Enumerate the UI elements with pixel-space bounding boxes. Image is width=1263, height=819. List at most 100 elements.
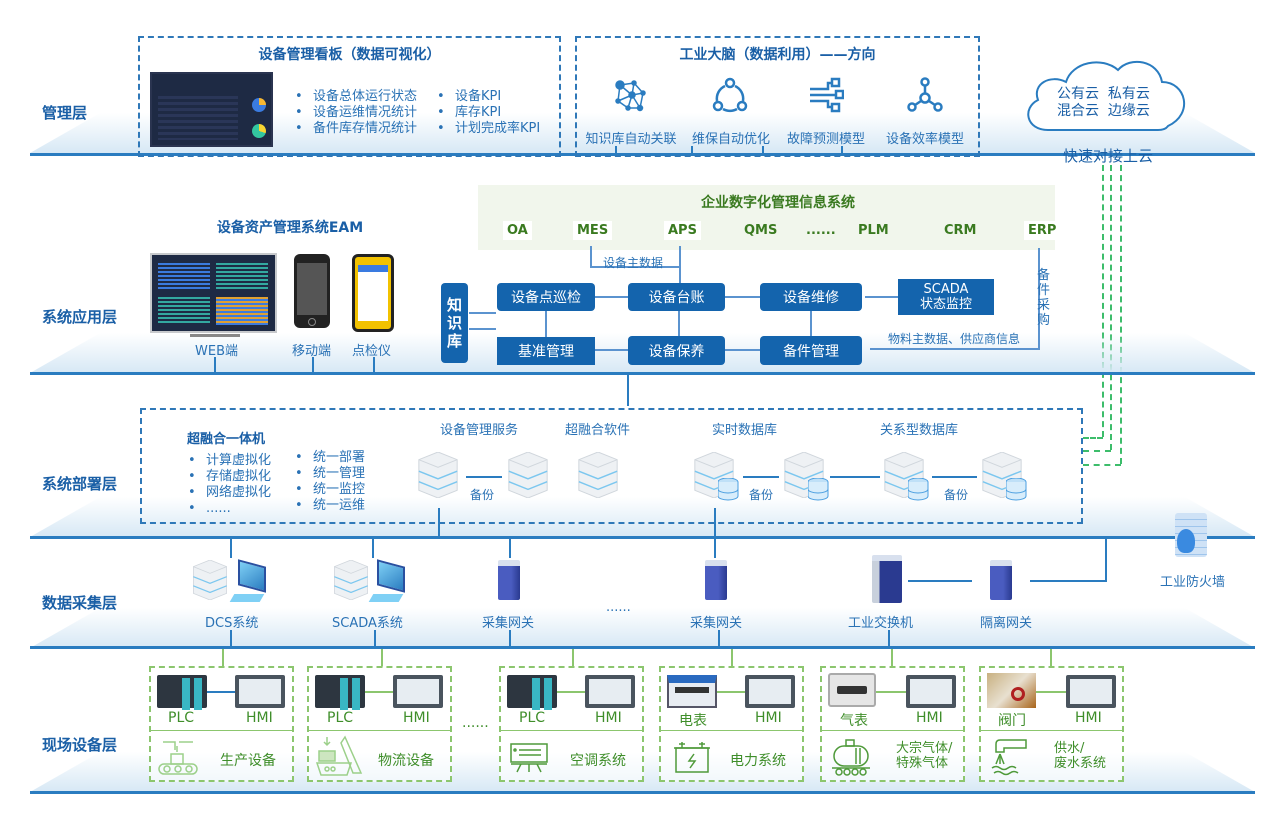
dcs-keyboard-icon <box>229 594 265 602</box>
meter-hmi-link <box>717 691 745 693</box>
eam-connector <box>312 357 314 372</box>
master-data-label: 设备主数据 <box>603 256 664 270</box>
brain-item-label: 维保自动优化 <box>691 132 770 147</box>
inspection-box[interactable]: 设备点巡检 <box>497 283 595 311</box>
connector-spare-repair <box>810 310 812 338</box>
field-system-label: 物流设备 <box>378 753 434 769</box>
hmi-image <box>906 675 956 708</box>
collection-baseline <box>30 646 1255 649</box>
collection-item-label: 采集网关 <box>690 616 743 631</box>
eam-device-label: 点检仪 <box>352 344 392 359</box>
meter-hmi-link <box>876 691 906 693</box>
database-icon <box>718 478 739 501</box>
system-plm[interactable]: PLM <box>858 223 889 238</box>
scada-monitor-icon <box>377 559 405 593</box>
field-system-label: 生产设备 <box>220 753 276 769</box>
backup-label: 备份 <box>944 488 969 502</box>
ledger-box[interactable]: 设备台账 <box>628 283 725 311</box>
connector-standard-inspection <box>545 310 547 338</box>
deployment-baseline <box>30 536 1255 539</box>
connector-ledger-repair <box>725 296 760 298</box>
collection-item-label: 隔离网关 <box>980 616 1033 631</box>
connector-ledger-aps <box>679 246 681 286</box>
faucet-water-icon <box>991 739 1027 776</box>
hci-title: 超融合一体机 <box>187 432 266 447</box>
connector-kb <box>469 312 496 314</box>
plc-hmi-link <box>207 691 235 693</box>
dashboard-bullets-left: 设备总体运行状态 设备运维情况统计 备件库存情况统计 <box>295 89 417 137</box>
field-connector <box>1050 649 1052 667</box>
field-device-left: 电表 <box>679 713 707 729</box>
dashboard-box <box>138 36 561 157</box>
system-oa[interactable]: OA <box>503 221 532 240</box>
gateway-icon <box>498 560 520 600</box>
collection-bottom-connector <box>888 630 890 646</box>
air-conditioner-icon <box>510 743 548 773</box>
spare-parts-box[interactable]: 备件管理 <box>760 336 862 365</box>
connector-scada-repair <box>865 296 898 298</box>
collection-connector <box>714 538 716 558</box>
standard-box[interactable]: 基准管理 <box>497 337 595 365</box>
field-connector <box>381 649 383 667</box>
dashboard-bullet: 设备运维情况统计 <box>295 105 417 121</box>
flow-branch-icon <box>810 77 844 113</box>
deploy-connector <box>438 508 440 536</box>
field-system-label: 电力系统 <box>730 753 786 769</box>
system-crm[interactable]: CRM <box>944 223 977 238</box>
group-divider <box>981 730 1122 731</box>
server-icon <box>508 452 548 498</box>
deploy-group-label: 关系型数据库 <box>880 423 959 438</box>
eam-title: 设备资产管理系统EAM <box>216 220 364 236</box>
maintenance-box[interactable]: 设备保养 <box>628 336 725 365</box>
hmi-image <box>745 675 795 708</box>
eam-device-label: WEB端 <box>195 344 238 359</box>
brain-item-label: 知识库自动关联 <box>585 132 677 147</box>
enterprise-title: 企业数字化管理信息系统 <box>701 195 855 211</box>
field-device-right: HMI <box>755 710 782 726</box>
field-baseline <box>30 791 1255 794</box>
electric-meter-image <box>667 675 717 708</box>
knowledge-base-label: 知识库 <box>447 296 463 350</box>
hci-bullet: 统一部署 <box>295 450 365 466</box>
hci-bullet: 计算虚拟化 <box>188 453 271 469</box>
field-system-label: 空调系统 <box>570 753 626 769</box>
gateway-icon <box>705 560 727 600</box>
backup-link <box>743 476 779 478</box>
logistics-icon <box>315 735 363 776</box>
hci-bullet: 统一运维 <box>295 498 365 514</box>
connector-ledger-inspection <box>595 296 628 298</box>
dashboard-bullet: 库存KPI <box>437 105 540 121</box>
collection-item-label: DCS系统 <box>205 616 259 631</box>
backup-label: 备份 <box>470 488 495 502</box>
repair-box[interactable]: 设备维修 <box>760 283 862 311</box>
system-mes[interactable]: MES <box>573 221 613 240</box>
brain-connector <box>615 146 617 154</box>
field-device-left: 阀门 <box>998 713 1026 729</box>
application-connector <box>627 372 629 406</box>
collection-item-label: 工业交换机 <box>848 616 914 631</box>
collection-platform <box>30 608 1255 648</box>
knowledge-base-box[interactable]: 知识库 <box>441 283 468 363</box>
field-device-right: HMI <box>246 710 273 726</box>
field-ellipsis: ...... <box>462 715 489 731</box>
cloud-link-line <box>1102 165 1104 437</box>
field-device-left: PLC <box>519 710 546 726</box>
connector-erp <box>1038 248 1040 349</box>
system-qms[interactable]: QMS <box>744 223 778 238</box>
field-device-right: HMI <box>916 710 943 726</box>
hci-bullet: 存储虚拟化 <box>188 469 271 485</box>
application-baseline <box>30 372 1255 375</box>
cloud-link-line <box>1083 464 1121 466</box>
server-icon <box>578 452 618 498</box>
system-erp[interactable]: ERP <box>1024 221 1061 240</box>
firewall-label: 工业防火墙 <box>1160 575 1226 590</box>
scada-monitor-box[interactable]: SCADA 状态监控 <box>898 279 994 315</box>
system-aps[interactable]: APS <box>664 221 701 240</box>
layer-label-deployment: 系统部署层 <box>42 475 118 493</box>
gas-tank-icon <box>832 739 870 776</box>
deploy-group-label: 设备管理服务 <box>440 423 519 438</box>
plc-hmi-link <box>365 691 393 693</box>
layer-label-collection: 数据采集层 <box>42 594 118 612</box>
inspection-device-image <box>352 254 394 332</box>
database-icon <box>808 478 829 501</box>
